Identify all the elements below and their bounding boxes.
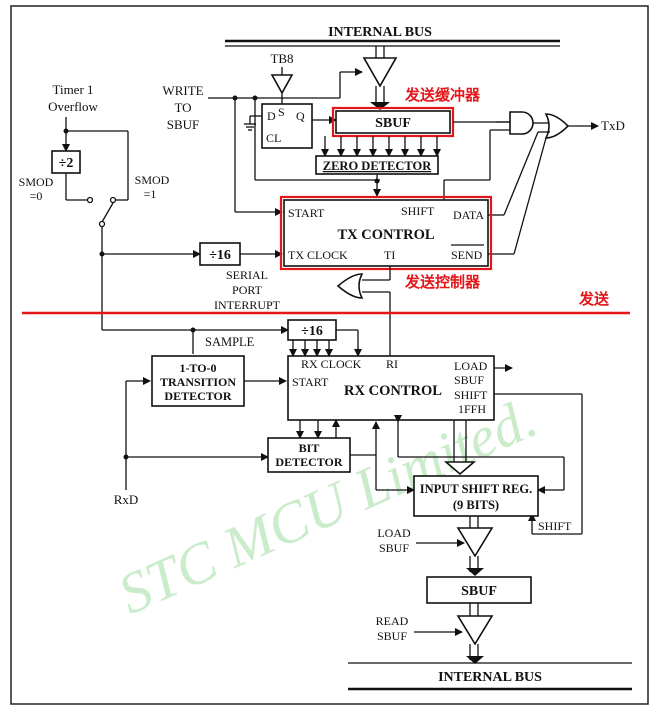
write-label: WRITE (162, 83, 203, 98)
tx-bus-buffer (362, 46, 398, 110)
ff-s: S (278, 105, 285, 119)
sample-label: SAMPLE (205, 335, 255, 349)
div2-label: ÷2 (59, 156, 74, 171)
rx-read-buffer: READ SBUF (376, 603, 494, 664)
rx-sbuf: SBUF (454, 373, 484, 387)
bit-detector: BIT DETECTOR (267, 415, 565, 494)
rx-to-shift-reg (443, 420, 477, 476)
load-sbuf-label: SBUF (379, 541, 409, 555)
tx-control: START SHIFT DATA TX CONTROL TX CLOCK TI … (279, 195, 493, 291)
serial-interrupt: SERIAL PORT INTERRUPT (214, 266, 391, 360)
div16-rx-label: ÷16 (301, 324, 323, 339)
bit-detector-line1: BIT (299, 441, 320, 455)
sbuf-to-zero-arrows (321, 136, 441, 157)
shift-reg-line1: INPUT SHIFT REG. (420, 482, 532, 496)
read-sbuf-label: SBUF (377, 629, 407, 643)
rx-load: LOAD (454, 359, 488, 373)
interrupt-label: INTERRUPT (214, 298, 281, 312)
tx-control-cn-label: 发送控制器 (404, 273, 481, 291)
txd-label: TxD (601, 118, 625, 133)
rx-shift: SHIFT (454, 388, 488, 402)
rx-load-buffer: LOAD SBUF (377, 516, 494, 576)
txd-output-path: TxD (443, 111, 625, 255)
smod1-label-1: SMOD (135, 173, 170, 187)
timer1-label: Timer 1 (52, 82, 93, 97)
shift-input-label: SHIFT (538, 519, 572, 533)
rxd-label: RxD (114, 492, 139, 507)
td-line2: TRANSITION (160, 375, 236, 389)
internal-bus-bottom-label: INTERNAL BUS (438, 670, 542, 685)
tx-ti: TI (384, 248, 395, 262)
tx-data: DATA (453, 208, 484, 222)
tx-clock: TX CLOCK (288, 248, 348, 262)
ff-q: Q (296, 109, 305, 123)
sbuf-label: SBUF (167, 117, 200, 132)
ff-d: D (267, 109, 276, 123)
tx-shift: SHIFT (401, 204, 435, 218)
figure-frame (10, 5, 649, 705)
load-label: LOAD (377, 526, 411, 540)
d-flipflop: D S Q CL (244, 103, 380, 181)
tx-start: START (288, 206, 325, 220)
internal-bus-top: INTERNAL BUS (225, 25, 560, 47)
tx-buffer-cn-label: 发送缓冲器 (404, 86, 481, 104)
shift-reg-line2: (9 BITS) (453, 498, 499, 512)
tx-send: SEND (451, 248, 483, 262)
smod0-label-2: =0 (30, 189, 43, 203)
write-to-sbuf: WRITE TO SBUF (162, 68, 363, 216)
bit-detector-line2: DETECTOR (275, 455, 342, 469)
read-label: READ (376, 614, 409, 628)
internal-bus-top-label: INTERNAL BUS (328, 25, 432, 40)
input-shift-register: INPUT SHIFT REG. (9 BITS) SHIFT (413, 475, 572, 533)
timer1-overflow: Timer 1 Overflow ÷2 SMOD =0 SMOD =1 (19, 82, 201, 330)
smod1-label-2: =1 (144, 187, 157, 201)
ff-cl: CL (266, 131, 281, 145)
send-cn-label: 发送 (578, 290, 610, 308)
rx-1ffh: 1FFH (458, 402, 486, 416)
overflow-label: Overflow (48, 99, 98, 114)
tx-control-title: TX CONTROL (337, 227, 434, 243)
div16-tx: ÷16 (199, 242, 283, 266)
rx-clock: RX CLOCK (301, 357, 362, 371)
div16-tx-label: ÷16 (209, 248, 231, 263)
tb8-label: TB8 (270, 51, 293, 66)
tb8-buffer: TB8 (270, 51, 294, 104)
rx-sbuf-label: SBUF (461, 584, 497, 599)
serial-label: SERIAL (226, 268, 268, 282)
zero-detector: ZERO DETECTOR (315, 155, 439, 197)
rx-start: START (292, 375, 329, 389)
rx-ri: RI (386, 357, 398, 371)
sample-path: SAMPLE ÷16 (102, 319, 362, 357)
smod0-label-1: SMOD (19, 175, 54, 189)
rxd-input: RxD (114, 377, 269, 507)
rx-sbuf: SBUF (426, 576, 532, 604)
to-label: TO (174, 100, 191, 115)
internal-bus-bottom: INTERNAL BUS (348, 662, 632, 691)
td-line3: DETECTOR (164, 389, 231, 403)
zero-detector-label: ZERO DETECTOR (323, 159, 432, 173)
tx-sbuf: SBUF 发送缓冲器 (331, 86, 481, 138)
tx-sbuf-label: SBUF (375, 116, 411, 131)
rx-control-title: RX CONTROL (344, 383, 442, 399)
port-label: PORT (232, 283, 263, 297)
rx-control: RX CLOCK RI START RX CONTROL LOAD SBUF S… (287, 355, 583, 535)
transition-detector: 1-TO-0 TRANSITION DETECTOR (151, 355, 287, 407)
td-line1: 1-TO-0 (179, 361, 216, 375)
